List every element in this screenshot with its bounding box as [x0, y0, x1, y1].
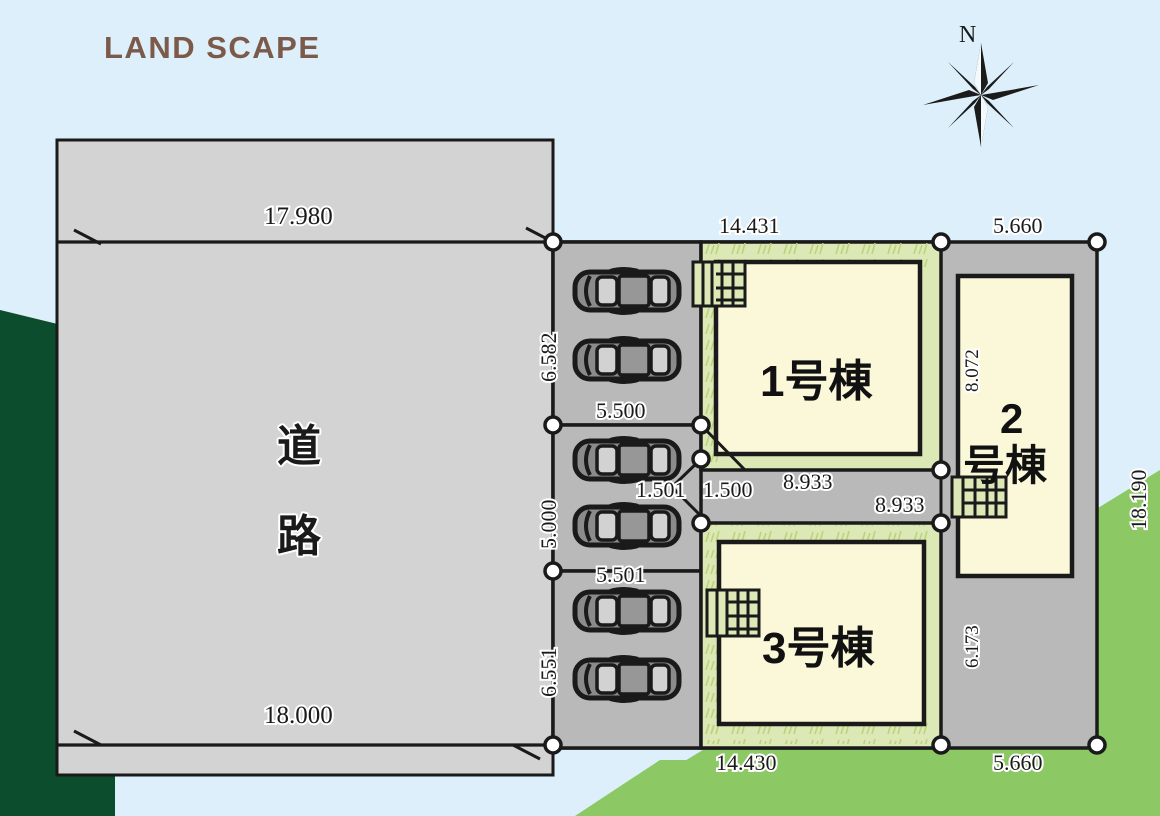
dim-plot1-top: 14.431	[717, 211, 781, 240]
car-top-1	[575, 269, 679, 313]
building-2-label-line2: 号棟	[963, 442, 1048, 489]
page-title: LAND SCAPE	[104, 30, 321, 65]
road-label-line2: 路	[277, 512, 321, 561]
building-2-label-line1: 2	[1000, 395, 1024, 442]
dim-plot1-depth: 8.933	[781, 467, 834, 496]
building-1-label: 1号棟	[760, 357, 873, 406]
dim-plot2-depth-upper: 8.072	[960, 347, 985, 394]
dim-parking-mid-left: 5.000	[534, 498, 563, 552]
dim-plot3-bottom: 14.430	[714, 748, 778, 777]
leader-line-1501b	[670, 485, 703, 518]
lot-1-house	[713, 259, 923, 457]
building-3-label: 3号棟	[762, 624, 875, 673]
leader-line-1500	[699, 423, 747, 472]
dim-plot3-depth: 8.933	[873, 490, 926, 519]
road-corner-tick-tl	[73, 228, 102, 246]
compass-rose-icon	[923, 43, 1039, 147]
car-bottom-2	[575, 657, 679, 701]
lot-3-grass-texture-bottom	[703, 722, 939, 744]
road-area	[55, 138, 555, 777]
dim-road-bottom: 18.000	[262, 700, 335, 731]
dim-parking-top-left: 6.582	[534, 331, 563, 385]
dim-road-top: 17.980	[262, 201, 335, 232]
compass-north-label: N	[959, 22, 977, 48]
dim-plot2-top: 5.660	[991, 211, 1044, 240]
dim-right-side: 18.190	[1124, 468, 1153, 533]
dim-plot2-depth-lower: 6.173	[960, 623, 985, 670]
dim-setback-1: 1.500	[701, 475, 754, 504]
car-bottom-1	[575, 589, 679, 633]
gate-grid-lot-1	[691, 260, 747, 308]
vertex-markers	[543, 232, 1107, 755]
dim-parking-top-width: 5.500	[594, 396, 647, 425]
car-top-2	[575, 338, 679, 382]
road-corner-tick-br	[512, 743, 541, 761]
dim-parking-bottom-width: 5.501	[594, 560, 647, 589]
dim-plot2-bottom: 5.660	[991, 748, 1044, 777]
gate-grid-lot-3	[705, 588, 761, 638]
gate-grid-lot-2	[950, 475, 1008, 519]
dim-parking-mid-width: 1.501	[634, 475, 687, 504]
car-mid-1	[575, 438, 679, 482]
car-mid-2	[575, 504, 679, 548]
dim-parking-bottom-left: 6.551	[534, 646, 563, 700]
road-label-line1: 道	[277, 422, 321, 471]
road-corner-tick-bl	[73, 729, 102, 747]
lot-2-house	[955, 273, 1075, 579]
